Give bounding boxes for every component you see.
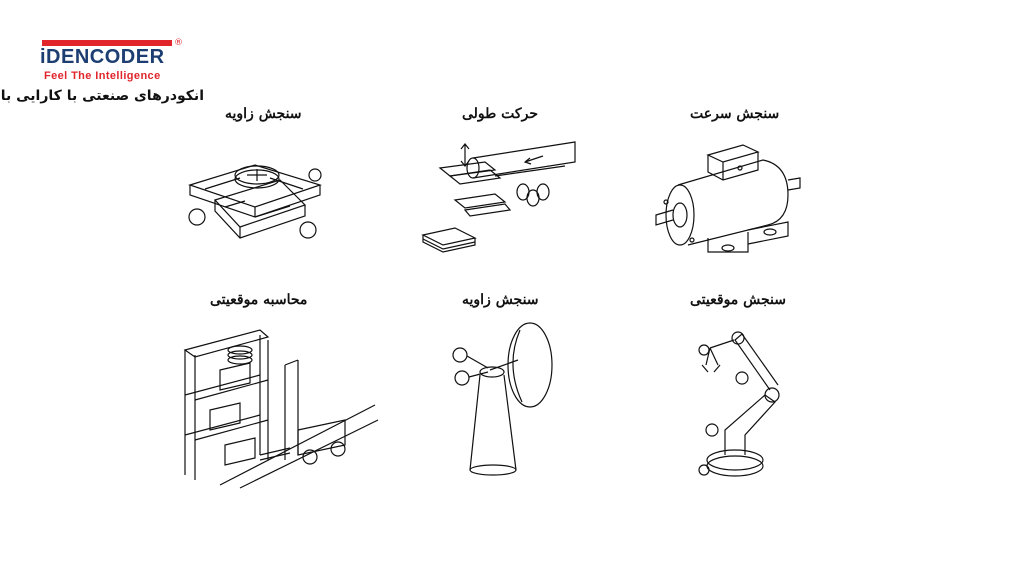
brand-logo: iDENCODER ® Feel The Intelligence انکودر…	[0, 38, 204, 110]
caption-position-measurement: سنجش موقعیتی	[690, 292, 787, 308]
xy-cross-slide-table-icon	[185, 145, 325, 250]
registered-mark: ®	[174, 38, 183, 48]
persian-slogan: انکودرهای صنعتی با کارایی بالا	[0, 88, 204, 104]
caption-angle-measurement-2: سنجش زاویه	[462, 292, 539, 308]
warehouse-forklift-icon	[180, 325, 380, 490]
electric-motor-icon	[648, 140, 803, 265]
logo-accent-bar	[42, 40, 172, 46]
caption-angle-measurement-1: سنجش زاویه	[225, 106, 302, 122]
caption-linear-motion: حرکت طولی	[462, 106, 538, 122]
antenna-dish-icon	[450, 320, 560, 480]
roller-conveyor-icon	[415, 140, 580, 265]
caption-speed-measurement: سنجش سرعت	[690, 106, 780, 122]
caption-position-calculation: محاسبه موقعیتی	[210, 292, 308, 308]
logo-brand-name: iDENCODER	[40, 46, 165, 68]
robot-arm-icon	[690, 320, 800, 485]
logo-tagline: Feel The Intelligence	[44, 70, 161, 82]
